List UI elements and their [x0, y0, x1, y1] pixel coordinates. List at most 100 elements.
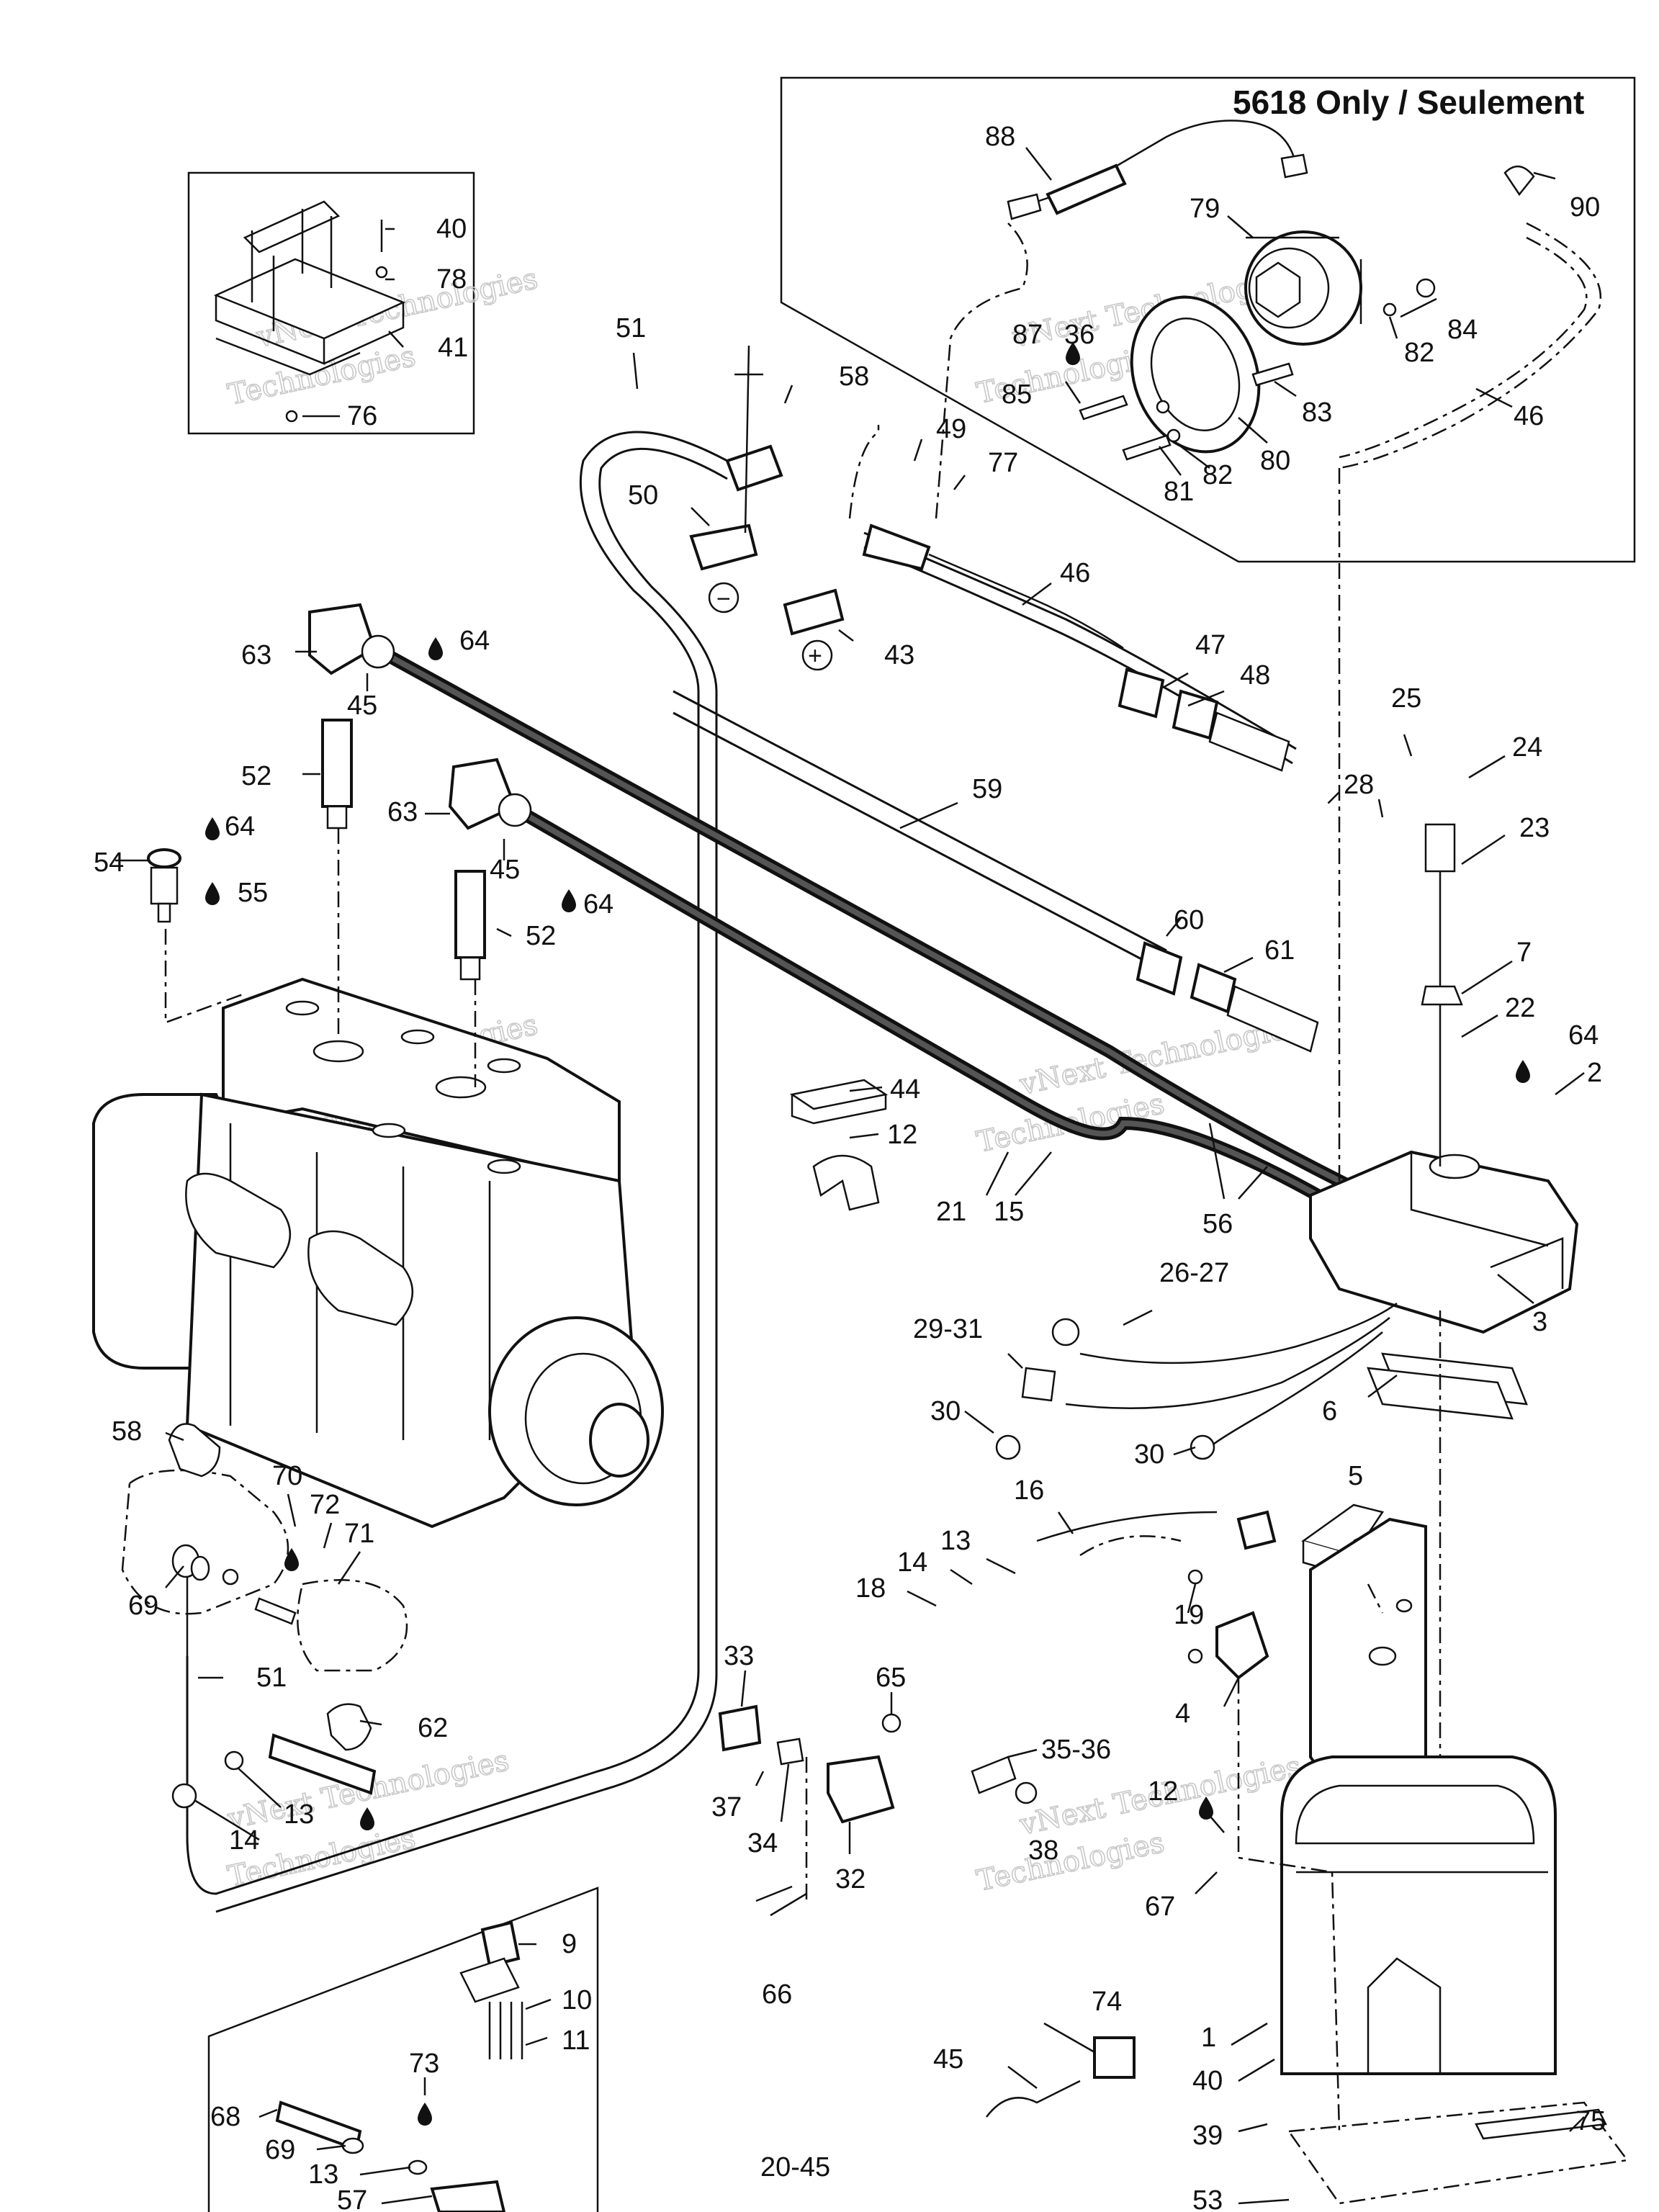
battery	[1280, 1755, 1557, 2075]
callout-label: 40	[1192, 2066, 1223, 2096]
callout-label: 70	[272, 1461, 302, 1491]
starter-cable-2	[673, 690, 1319, 1053]
callout-label: 55	[238, 878, 268, 908]
callout-label: 62	[418, 1713, 448, 1743]
negative-cable	[186, 431, 783, 1913]
spark-plug-cap	[308, 603, 532, 830]
positive-cable	[862, 523, 1297, 772]
callout-label: 64	[459, 626, 490, 656]
callout-label: 45	[347, 691, 377, 721]
callout-label: 64	[1568, 1020, 1599, 1051]
callout-label: 87	[1012, 320, 1043, 350]
callout-label: 65	[876, 1663, 906, 1693]
wiring-harness	[995, 1302, 1398, 1460]
callout-label: 34	[747, 1828, 778, 1858]
callout-label: 77	[988, 448, 1018, 478]
battery-terminal-positive: +	[783, 588, 845, 671]
callout-label: 71	[344, 1519, 374, 1549]
callout-label: 13	[308, 2159, 338, 2190]
connector-kit-frame	[207, 1887, 599, 2212]
starter-motor	[121, 1423, 408, 1843]
callout-label: 22	[1505, 993, 1535, 1023]
svg-text:Technologies: Technologies	[974, 1826, 1168, 1898]
callout-label: 82	[1202, 460, 1233, 490]
callout-label: 30	[930, 1396, 961, 1426]
callout-label: 14	[897, 1547, 927, 1578]
callout-label: 6	[1322, 1396, 1337, 1426]
callout-label: 58	[112, 1416, 142, 1447]
svg-text:Technologies: Technologies	[225, 340, 419, 412]
callout-label: 66	[762, 1979, 792, 2010]
callout-label: 7	[1516, 938, 1532, 968]
callout-label: 58	[839, 361, 869, 392]
callout-label: 41	[438, 333, 468, 363]
starter-solenoid	[1244, 230, 1362, 346]
callout-label: 39	[1192, 2121, 1223, 2151]
callout-label: 1	[1201, 2023, 1216, 2053]
mounting-strap	[1367, 1352, 1528, 1420]
svg-text:+: +	[808, 642, 822, 670]
callout-label: 52	[526, 921, 556, 951]
callout-label: 51	[616, 313, 646, 343]
harness-sleeve-dotted	[1339, 222, 1602, 469]
callout-label: 48	[1240, 660, 1270, 691]
callout-label: 9	[562, 1929, 577, 1959]
callout-label: 37	[711, 1792, 742, 1822]
battery-tray	[1287, 2101, 1629, 2205]
callout-label: 83	[1302, 397, 1332, 428]
callout-label: 35-36	[1041, 1735, 1111, 1765]
callout-label: 51	[256, 1663, 287, 1693]
callout-label: 53	[1192, 2185, 1223, 2212]
callout-label: 52	[241, 761, 271, 791]
callout-label: 78	[436, 264, 467, 295]
callout-label: 75	[1575, 2106, 1606, 2136]
callout-label: 85	[1002, 379, 1032, 410]
callout-label: 57	[337, 2185, 367, 2212]
callout-label: 67	[1145, 1892, 1175, 1922]
callout-label: 90	[1570, 192, 1600, 222]
mpem-bracket	[1309, 1517, 1427, 1781]
callout-label: 64	[583, 889, 613, 920]
callout-label: 38	[1028, 1835, 1058, 1866]
callout-label: 47	[1195, 630, 1226, 660]
engine	[92, 977, 664, 1529]
callout-label: 43	[884, 640, 914, 670]
callout-label: 13	[940, 1526, 971, 1556]
callout-label: 76	[347, 401, 377, 431]
cable-tie-mount	[986, 2036, 1136, 2118]
alignment-lines	[164, 222, 1442, 2132]
callout-label: 56	[1202, 1209, 1233, 1239]
callout-label: 18	[855, 1573, 886, 1604]
small-hardware	[1079, 166, 1535, 461]
callout-label: 10	[562, 1985, 592, 2015]
callout-label: 46	[1514, 401, 1544, 431]
coil-module	[1187, 1569, 1269, 1680]
callout-label: 69	[265, 2135, 295, 2165]
callout-label: 16	[1014, 1475, 1044, 1506]
callout-label: 5	[1348, 1461, 1363, 1491]
callout-label: 72	[310, 1490, 340, 1520]
callout-label: 23	[1519, 813, 1550, 843]
callout-label: 69	[128, 1591, 158, 1621]
callout-label: 63	[241, 640, 271, 670]
callout-label: 84	[1447, 315, 1478, 345]
callout-label: 30	[1134, 1439, 1164, 1470]
callout-label: 29-31	[913, 1314, 983, 1344]
optional-parts-frame	[780, 76, 1636, 563]
callout-label: 26-27	[1159, 1258, 1229, 1288]
callouts: 88 79 90 87 36 85 84 82 83 46 81 82 80 5…	[94, 122, 1606, 2212]
callout-label: 12	[887, 1120, 917, 1150]
callout-label: 46	[1060, 558, 1090, 588]
svg-text:−: −	[716, 585, 731, 613]
callout-label: 44	[890, 1074, 920, 1105]
callout-label: 33	[724, 1641, 754, 1671]
connector-housing	[718, 1704, 1038, 1917]
callout-label: 88	[985, 122, 1015, 152]
callout-label: 79	[1190, 194, 1220, 224]
battery-holder-frame	[187, 171, 475, 435]
callout-label: 45	[490, 855, 520, 885]
callout-label: 28	[1344, 770, 1374, 800]
callout-label: 61	[1264, 935, 1295, 966]
callout-label: 24	[1512, 732, 1542, 763]
mpem-module	[1309, 823, 1579, 1334]
